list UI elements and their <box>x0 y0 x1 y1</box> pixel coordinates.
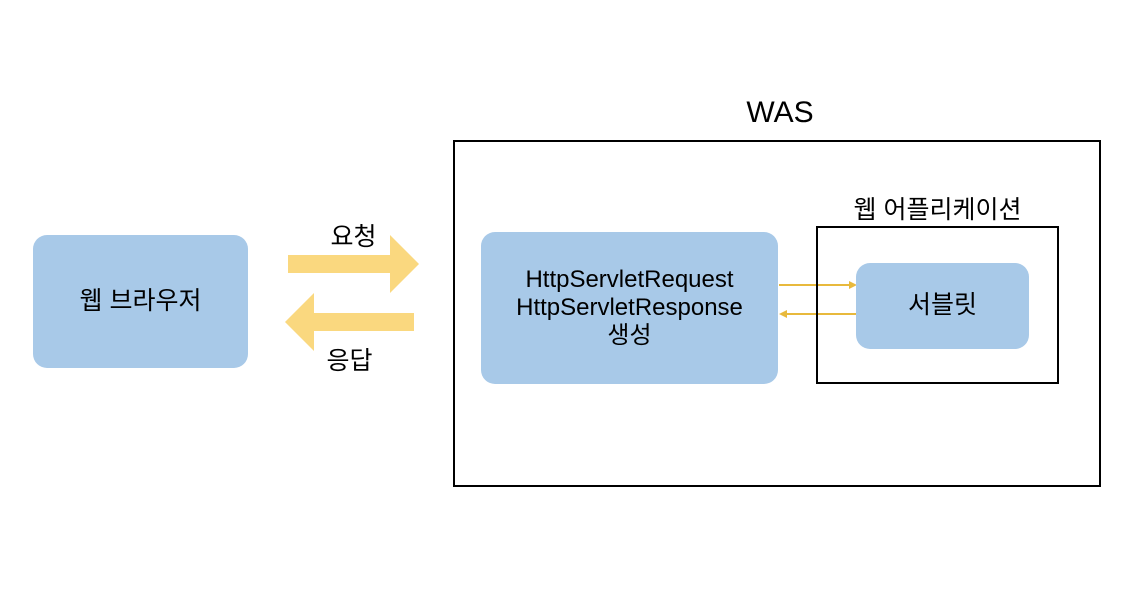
web-application-box <box>816 226 1059 384</box>
response-arrow <box>285 293 414 351</box>
response-label: 응답 <box>326 347 373 375</box>
httpservletresponse-text: HttpServletResponse <box>516 293 743 321</box>
was-title: WAS <box>746 96 814 129</box>
was-container-box <box>453 140 1101 487</box>
servlet-box[interactable]: 서블릿 <box>856 263 1029 349</box>
request-label: 요청 <box>330 223 377 251</box>
web-browser-box[interactable]: 웹 브라우저 <box>33 235 248 368</box>
servlet-return-arrow <box>779 308 857 320</box>
httpservletrequest-text: HttpServletRequest <box>525 265 734 293</box>
servlet-invoke-arrow <box>779 279 857 291</box>
request-arrow-head <box>390 235 419 293</box>
response-arrow-head <box>285 293 314 351</box>
servlet-invoke-arrow-shaft <box>779 284 850 286</box>
request-arrow-shaft <box>288 255 391 273</box>
request-arrow <box>288 235 419 293</box>
servlet-invoke-arrow-head <box>849 281 857 289</box>
servlet-label: 서블릿 <box>907 291 977 320</box>
servlet-return-arrow-shaft <box>786 313 857 315</box>
httpservlet-create-box[interactable]: HttpServletRequest HttpServletResponse 생… <box>481 232 778 384</box>
create-text: 생성 <box>607 322 652 350</box>
response-arrow-shaft <box>313 313 414 331</box>
web-browser-label: 웹 브라우저 <box>79 286 202 315</box>
web-application-title: 웹 어플리케이션 <box>853 196 1022 224</box>
servlet-return-arrow-head <box>779 310 787 318</box>
